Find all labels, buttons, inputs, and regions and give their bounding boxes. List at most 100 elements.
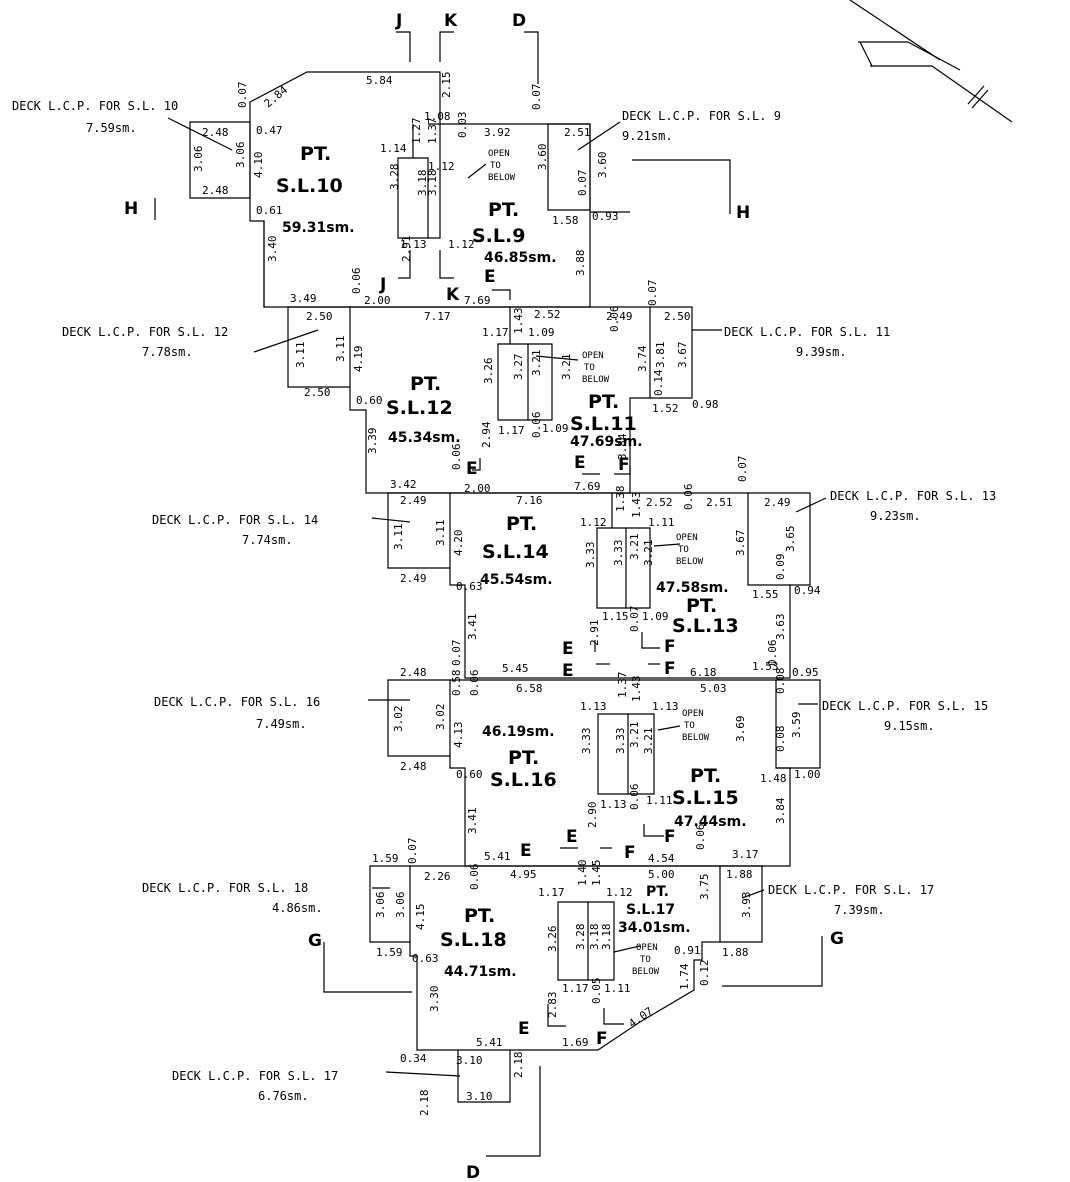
unit-label-sl9: PT. S.L.9 46.85sm. [472, 199, 557, 266]
svg-text:BELOW: BELOW [488, 173, 516, 183]
svg-text:3.21: 3.21 [628, 722, 641, 749]
svg-text:9.23sm.: 9.23sm. [870, 509, 921, 523]
svg-text:0.09: 0.09 [774, 554, 787, 581]
svg-text:1.11: 1.11 [646, 794, 673, 807]
svg-text:E: E [574, 453, 586, 473]
svg-text:1.17: 1.17 [562, 982, 589, 995]
svg-text:0.05: 0.05 [590, 978, 603, 1005]
svg-text:3.42: 3.42 [390, 478, 417, 491]
svg-text:2.50: 2.50 [304, 386, 331, 399]
svg-text:5.41: 5.41 [476, 1036, 503, 1049]
svg-text:3.40: 3.40 [266, 236, 279, 263]
svg-text:3.21: 3.21 [560, 354, 573, 381]
svg-text:3.11: 3.11 [334, 336, 347, 363]
svg-text:3.69: 3.69 [734, 716, 747, 743]
svg-text:3.21: 3.21 [530, 350, 543, 377]
svg-text:F: F [624, 843, 636, 863]
svg-text:F: F [596, 1029, 608, 1049]
unit-label-sl14: PT. S.L.14 45.54sm. [480, 513, 553, 588]
svg-text:2.18: 2.18 [512, 1052, 525, 1079]
svg-text:DECK L.C.P. FOR S.L. 16: DECK L.C.P. FOR S.L. 16 [154, 695, 320, 709]
svg-text:F: F [664, 659, 676, 679]
svg-text:E: E [562, 639, 574, 659]
svg-text:1.59: 1.59 [376, 946, 403, 959]
svg-text:F: F [664, 637, 676, 657]
svg-text:1.12: 1.12 [448, 238, 475, 251]
svg-text:S.L.14: S.L.14 [482, 541, 549, 563]
svg-text:DECK L.C.P. FOR S.L. 18: DECK L.C.P. FOR S.L. 18 [142, 881, 308, 895]
svg-text:E: E [518, 1019, 530, 1039]
svg-text:0.07: 0.07 [450, 640, 463, 667]
svg-text:BELOW: BELOW [676, 557, 704, 567]
svg-text:PT.: PT. [646, 884, 669, 900]
svg-text:0.58: 0.58 [450, 670, 463, 697]
svg-text:3.28: 3.28 [574, 924, 587, 951]
svg-text:1.13: 1.13 [580, 700, 607, 713]
svg-text:0.06: 0.06 [530, 412, 543, 439]
svg-text:6.58: 6.58 [516, 682, 543, 695]
svg-text:3.33: 3.33 [580, 728, 593, 755]
svg-text:S.L.17: S.L.17 [626, 902, 675, 918]
svg-text:7.74sm.: 7.74sm. [242, 533, 293, 547]
svg-text:1.88: 1.88 [722, 946, 749, 959]
svg-text:3.21: 3.21 [642, 540, 655, 567]
svg-text:7.69: 7.69 [574, 480, 601, 493]
svg-text:2.49: 2.49 [764, 496, 791, 509]
svg-text:3.81: 3.81 [654, 342, 667, 369]
svg-text:3.33: 3.33 [584, 542, 597, 569]
svg-text:K: K [446, 285, 460, 305]
svg-text:D: D [466, 1163, 480, 1182]
dimension-labels-level-4: 2.48 0.58 0.06 6.58 1.37 5.03 0.08 3.02 … [392, 666, 821, 865]
svg-text:7.59sm.: 7.59sm. [86, 121, 137, 135]
svg-text:PT.: PT. [300, 143, 331, 165]
deck-labels: DECK L.C.P. FOR S.L. 10 7.59sm. DECK L.C… [12, 99, 996, 1103]
svg-text:1.48: 1.48 [760, 772, 787, 785]
svg-text:1.13: 1.13 [652, 700, 679, 713]
svg-text:0.14: 0.14 [652, 369, 665, 396]
svg-text:PT.: PT. [686, 595, 717, 617]
svg-text:0.06: 0.06 [694, 824, 707, 851]
svg-text:7.78sm.: 7.78sm. [142, 345, 193, 359]
svg-text:0.06: 0.06 [682, 484, 695, 511]
svg-text:3.21: 3.21 [642, 728, 655, 755]
svg-text:1.40: 1.40 [576, 860, 589, 887]
svg-text:PT.: PT. [508, 747, 539, 769]
svg-text:J: J [379, 275, 386, 295]
svg-text:4.07: 4.07 [626, 1005, 655, 1031]
svg-text:0.07: 0.07 [576, 170, 589, 197]
svg-text:1.43: 1.43 [512, 308, 525, 335]
svg-text:3.63: 3.63 [774, 614, 787, 641]
svg-text:47.58sm.: 47.58sm. [656, 580, 729, 596]
svg-text:3.02: 3.02 [434, 704, 447, 731]
svg-text:PT.: PT. [488, 199, 519, 221]
svg-text:E: E [466, 459, 478, 479]
svg-text:TO: TO [490, 161, 501, 171]
svg-text:0.06: 0.06 [468, 864, 481, 891]
svg-text:2.94: 2.94 [480, 421, 493, 448]
svg-text:PT.: PT. [464, 905, 495, 927]
svg-text:0.98: 0.98 [692, 398, 719, 411]
svg-text:44.71sm.: 44.71sm. [444, 964, 517, 980]
svg-text:0.06: 0.06 [608, 306, 621, 333]
svg-text:S.L.13: S.L.13 [672, 615, 739, 637]
svg-text:1.17: 1.17 [538, 886, 565, 899]
svg-text:1.52: 1.52 [652, 402, 679, 415]
svg-text:0.07: 0.07 [530, 84, 543, 111]
svg-text:TO: TO [584, 363, 595, 373]
svg-text:0.07: 0.07 [236, 82, 249, 109]
svg-text:0.91: 0.91 [674, 944, 701, 957]
svg-text:59.31sm.: 59.31sm. [282, 220, 355, 236]
svg-text:1.69: 1.69 [562, 1036, 589, 1049]
svg-text:4.54: 4.54 [648, 852, 675, 865]
svg-text:S.L.9: S.L.9 [472, 225, 525, 247]
svg-text:3.10: 3.10 [466, 1090, 493, 1103]
open-to-below-notes: OPEN TO BELOW OPEN TO BELOW OPEN TO BELO… [488, 149, 710, 977]
svg-text:3.28: 3.28 [388, 164, 401, 191]
svg-text:1.38: 1.38 [614, 486, 627, 513]
svg-text:3.59: 3.59 [790, 712, 803, 739]
svg-text:46.19sm.: 46.19sm. [482, 724, 555, 740]
svg-text:1.17: 1.17 [498, 424, 525, 437]
svg-text:DECK L.C.P. FOR S.L. 9: DECK L.C.P. FOR S.L. 9 [622, 109, 781, 123]
svg-text:2.52: 2.52 [646, 496, 673, 509]
svg-text:3.84: 3.84 [774, 797, 787, 824]
